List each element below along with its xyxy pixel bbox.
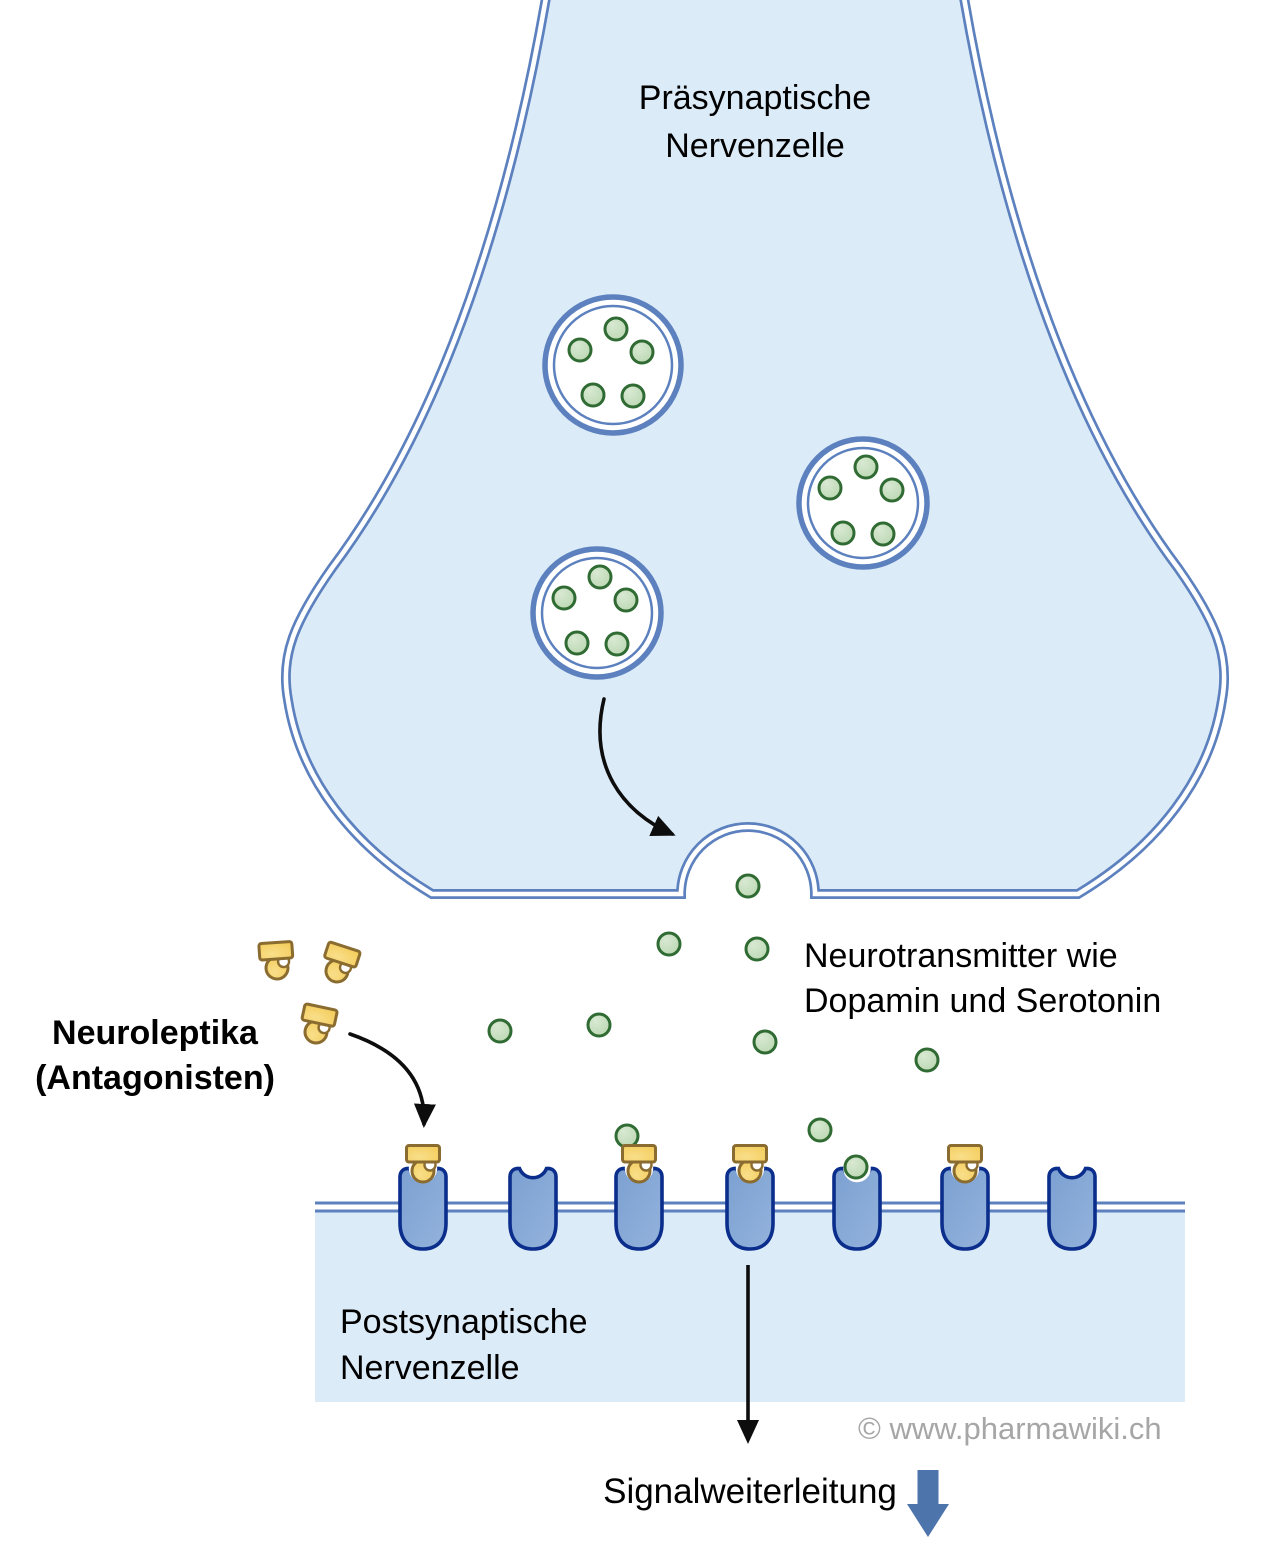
vesicle-neurotransmitter-icon bbox=[853, 454, 879, 480]
neurotransmitter-icon bbox=[914, 1047, 940, 1073]
antagonist-binding-arrow bbox=[348, 1032, 436, 1128]
neurotransmitter-icon bbox=[586, 1012, 612, 1038]
antagonist-cap bbox=[323, 940, 362, 969]
bound-antagonist-icon bbox=[405, 1144, 441, 1184]
vesicle-neurotransmitter-icon bbox=[830, 520, 856, 546]
vesicle-outer-ring bbox=[542, 294, 684, 436]
neurotransmitter-icon bbox=[744, 936, 770, 962]
vesicle-neurotransmitter-icon bbox=[603, 316, 629, 342]
signal-transmission-label: Signalweiterleitung bbox=[560, 1472, 940, 1512]
signal-transmission-label-text: Signalweiterleitung bbox=[603, 1472, 897, 1511]
vesicle-release-arrow bbox=[598, 697, 676, 837]
presynaptic-cell-label: Präsynaptische Nervenzelle bbox=[505, 74, 1005, 170]
receptor-shape bbox=[508, 1166, 558, 1251]
signal-decrease-arrow-icon bbox=[907, 1470, 949, 1537]
bound-antagonist-icon bbox=[732, 1144, 768, 1184]
vesicle-neurotransmitter-icon bbox=[567, 337, 593, 363]
neurotransmitter-label-line1: Neurotransmitter wie bbox=[804, 937, 1118, 975]
vesicle-neurotransmitter-icon bbox=[613, 587, 639, 613]
watermark-text: © www.pharmawiki.ch bbox=[858, 1411, 1162, 1446]
vesicle-inner-ring bbox=[552, 304, 674, 426]
neuroleptika-label-line2: (Antagonisten) bbox=[35, 1059, 275, 1097]
receptor-antagonist bbox=[940, 1144, 990, 1251]
binding-neurotransmitter-icon bbox=[843, 1154, 869, 1180]
neurotransmitter-icon bbox=[656, 931, 682, 957]
vesicle-neurotransmitter-icon bbox=[817, 475, 843, 501]
neuroleptika-label-line1: Neuroleptika bbox=[52, 1014, 258, 1052]
postsynaptic-cell-label: Postsynaptische Nervenzelle bbox=[340, 1299, 588, 1391]
receptor-antagonist bbox=[725, 1144, 775, 1251]
vesicle-neurotransmitter-icon bbox=[879, 477, 905, 503]
neurotransmitter-icon bbox=[487, 1018, 513, 1044]
vesicle-neurotransmitter-icon bbox=[587, 564, 613, 590]
vesicle bbox=[542, 294, 684, 436]
receptor-antagonist bbox=[398, 1144, 448, 1251]
neurotransmitter-icon bbox=[735, 873, 761, 899]
antagonist-cap bbox=[300, 1002, 339, 1028]
free-antagonists bbox=[257, 940, 362, 1045]
antagonist-cap bbox=[405, 1144, 441, 1164]
presynaptic-cell-label-line2: Nervenzelle bbox=[665, 127, 845, 165]
bound-antagonist-icon bbox=[947, 1144, 983, 1184]
vesicle-neurotransmitter-icon bbox=[629, 339, 655, 365]
receptor-empty bbox=[1047, 1166, 1097, 1251]
antagonist-icon bbox=[300, 1002, 339, 1045]
vesicle-neurotransmitter-icon bbox=[870, 521, 896, 547]
receptor-neurotransmitter bbox=[832, 1154, 882, 1251]
antagonist-cap bbox=[621, 1144, 657, 1164]
neurotransmitter-label: Neurotransmitter wie Dopamin und Seroton… bbox=[804, 934, 1161, 1024]
vesicle-inner-ring bbox=[806, 446, 920, 560]
presynaptic-cell-body bbox=[285, 0, 1225, 894]
bound-antagonist-icon bbox=[621, 1144, 657, 1184]
postsynaptic-cell-label-line2: Nervenzelle bbox=[340, 1349, 520, 1387]
antagonist-cap bbox=[947, 1144, 983, 1164]
vesicle-neurotransmitter-icon bbox=[564, 630, 590, 656]
neurotransmitter-icon bbox=[614, 1123, 640, 1149]
presynaptic-membrane-gap bbox=[283, 0, 1227, 897]
vesicle-neurotransmitter-icon bbox=[604, 631, 630, 657]
antagonist-icon bbox=[323, 940, 362, 984]
neurotransmitter-icon bbox=[752, 1029, 778, 1055]
neuroleptika-label: Neuroleptika (Antagonisten) bbox=[16, 1011, 294, 1101]
fusion-pore-opening bbox=[687, 833, 809, 902]
presynaptic-cell-label-line1: Präsynaptische bbox=[638, 79, 872, 117]
vesicle-neurotransmitter-icon bbox=[580, 382, 606, 408]
antagonist-cap bbox=[257, 940, 295, 962]
antagonist-cap bbox=[732, 1144, 768, 1164]
vesicle bbox=[796, 436, 930, 570]
vesicle-neurotransmitter-icon bbox=[620, 383, 646, 409]
antagonist-icon bbox=[257, 940, 295, 981]
released-neurotransmitters bbox=[487, 873, 940, 1149]
vesicle-inner-ring bbox=[540, 556, 654, 670]
presynaptic-cell bbox=[280, 0, 1230, 902]
receptor-empty bbox=[508, 1166, 558, 1251]
neurotransmitter-icon bbox=[807, 1117, 833, 1143]
watermark: © www.pharmawiki.ch bbox=[858, 1411, 1162, 1447]
receptor-shape bbox=[1047, 1166, 1097, 1251]
vesicle-neurotransmitter-icon bbox=[551, 585, 577, 611]
neurotransmitter-label-line2: Dopamin und Serotonin bbox=[804, 982, 1162, 1020]
receptor-antagonist bbox=[614, 1144, 664, 1251]
vesicle bbox=[530, 546, 664, 680]
postsynaptic-cell-label-line1: Postsynaptische bbox=[340, 1303, 588, 1341]
